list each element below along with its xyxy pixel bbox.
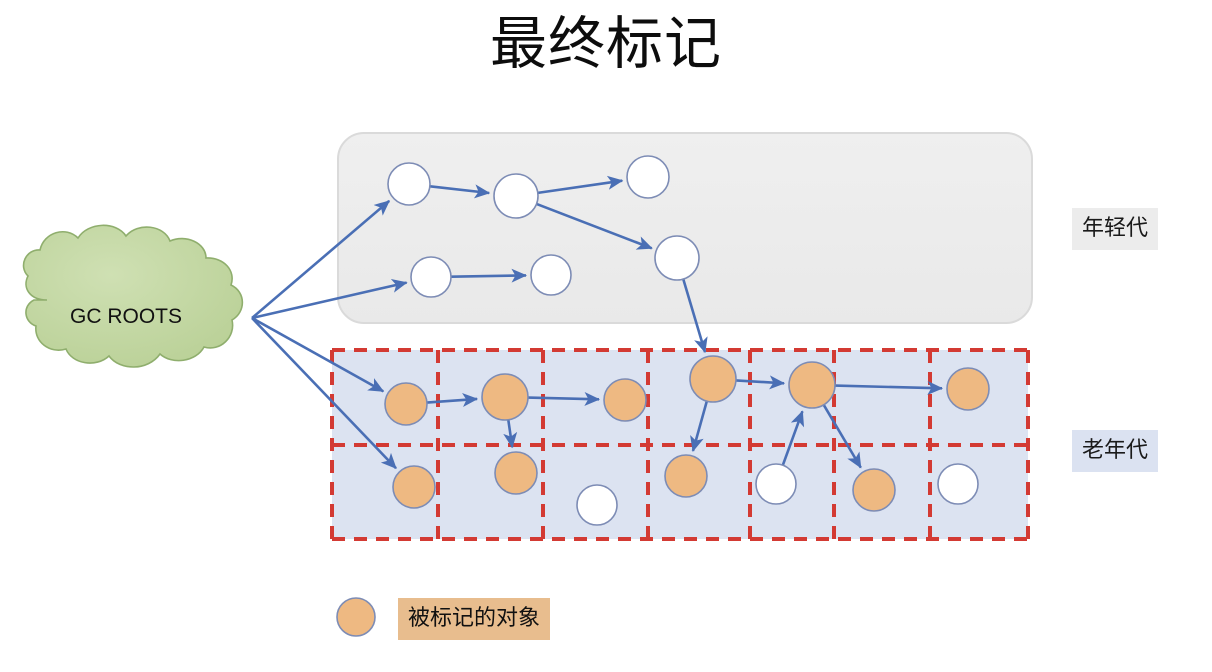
cloud-shape [22,224,244,368]
object-nodes [384,155,990,526]
legend-marked-object-swatch [336,597,376,637]
old-gen-object-o2 [481,373,529,421]
young-gen-object-y5 [530,254,572,296]
young-generation-label: 年轻代 [1072,208,1159,250]
old-gen-object-o9 [576,484,618,526]
old-edge-7 [781,410,805,466]
legend-label: 被标记的对象 [398,598,551,640]
old-edge-2 [503,419,518,449]
old-edge-0 [426,392,479,408]
old-gen-object-o7 [392,465,436,509]
old-edge-3 [735,375,786,390]
old-gen-object-o5 [788,361,836,409]
old-gen-object-o6 [946,367,990,411]
old-gen-object-o3 [603,378,647,422]
root-edge-2 [251,316,385,393]
root-edge-0 [251,199,391,319]
young-edge-3 [450,268,528,283]
object-reference-edges [251,175,944,470]
old-edge-4 [690,400,709,452]
cross-gen-edge-0 [682,278,708,354]
page-title: 最终标记 [490,12,722,76]
old-edge-5 [834,380,944,395]
old-gen-object-o11 [755,463,797,505]
young-edge-0 [429,184,491,199]
old-gen-object-o1 [384,382,428,426]
old-gen-object-o4 [689,355,737,403]
old-gen-object-o12 [852,468,896,512]
old-gen-object-o13 [937,463,979,505]
old-gen-object-o10 [664,454,708,498]
old-generation-region [330,348,1030,541]
young-gen-object-y1 [387,162,431,206]
young-gen-object-y3 [626,155,670,199]
old-edge-1 [527,391,601,407]
gc-roots-cloud [22,224,244,368]
old-generation-label: 老年代 [1072,430,1159,472]
root-edge-3 [251,317,397,470]
young-gen-object-y2 [493,173,539,219]
young-gen-object-y4 [410,256,452,298]
root-edge-1 [251,278,408,320]
young-edge-1 [537,175,624,195]
old-edge-6 [822,404,862,469]
old-generation-grid [330,348,1030,541]
young-edge-2 [536,202,653,250]
young-gen-object-y6 [654,235,700,281]
old-gen-object-o8 [494,451,538,495]
gc-roots-label: GC ROOTS [69,305,182,328]
